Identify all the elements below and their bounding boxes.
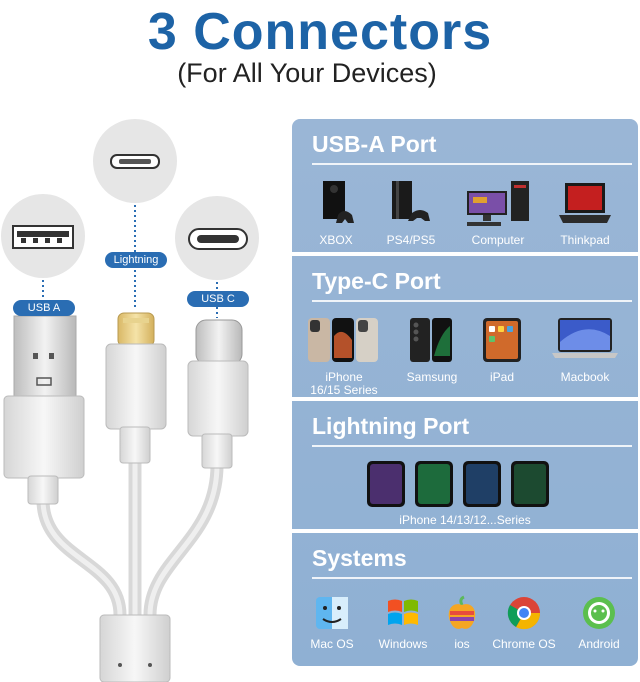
- usb-a-label: USB A: [27, 302, 61, 314]
- macbook-icon: [552, 318, 618, 358]
- system-windows: Windows: [372, 595, 434, 651]
- lightning-label-pill: Lightning: [105, 252, 167, 268]
- device-samsung-label: Samsung: [406, 370, 458, 384]
- laptop-icon: [559, 183, 611, 223]
- page-subtitle: (For All Your Devices): [177, 58, 437, 88]
- desktop-computer-icon: [467, 181, 529, 226]
- usb-a-section: USB-A Port XBOX PS4/PS5: [292, 119, 638, 251]
- lightning-caption: iPhone 14/13/12...Series: [399, 513, 531, 527]
- device-ipad-label: iPad: [489, 370, 515, 384]
- usb-a-rule: [312, 163, 632, 165]
- system-chromeos-label: Chrome OS: [492, 637, 556, 651]
- systems-rule: [312, 577, 632, 579]
- system-ios-label: ios: [454, 637, 470, 651]
- chrome-logo-icon: [507, 597, 541, 630]
- device-iphone-16-15: iPhone 16/15 Series: [304, 316, 384, 397]
- usb-c-label-pill: USB C: [187, 291, 249, 307]
- system-macos-label: Mac OS: [310, 637, 354, 651]
- device-computer-label: Computer: [471, 233, 525, 247]
- device-ps-label: PS4/PS5: [386, 233, 436, 247]
- device-samsung: Samsung: [400, 316, 464, 384]
- system-android: Android: [570, 595, 628, 651]
- system-chromeos: Chrome OS: [488, 595, 560, 651]
- system-ios: ios: [440, 595, 484, 651]
- device-macbook-label: Macbook: [560, 370, 610, 384]
- system-windows-label: Windows: [378, 637, 428, 651]
- device-xbox-label: XBOX: [319, 233, 353, 247]
- apple-logo-icon: [448, 595, 476, 629]
- type-c-heading: Type-C Port: [312, 268, 441, 294]
- playstation-icon: [392, 181, 430, 221]
- android-logo-icon: [583, 597, 615, 629]
- system-android-label: Android: [578, 637, 620, 651]
- lightning-heading: Lightning Port: [312, 413, 470, 439]
- cable-illustration: [1, 119, 259, 682]
- samsung-phone-icon: [410, 318, 452, 362]
- section-divider: [292, 529, 638, 533]
- page-title: 3 Connectors: [147, 3, 493, 61]
- type-c-rule: [312, 300, 632, 302]
- section-divider: [292, 252, 638, 256]
- type-c-section: Type-C Port iPhone 16/15 Series Samsung: [292, 256, 638, 397]
- device-compatibility-panel: USB-A Port XBOX PS4/PS5: [292, 119, 638, 666]
- device-thinkpad-label: Thinkpad: [560, 233, 610, 247]
- macos-finder-icon: [316, 597, 348, 629]
- systems-section: Systems Mac OS Windows: [292, 533, 638, 666]
- xbox-icon: [323, 181, 354, 223]
- lightning-section: Lightning Port iPhone 14/13/12...Series: [292, 401, 638, 529]
- usb-a-label-pill: USB A: [13, 300, 75, 316]
- device-macbook: Macbook: [546, 316, 624, 384]
- windows-logo-icon: [388, 599, 418, 625]
- device-ipad: iPad: [474, 316, 530, 384]
- iphone-icon: [308, 318, 378, 362]
- lightning-label: Lightning: [113, 254, 159, 266]
- usb-c-label: USB C: [201, 293, 235, 305]
- system-macos: Mac OS: [304, 595, 360, 651]
- device-iphone-16-15-label: iPhone 16/15 Series: [310, 370, 378, 397]
- device-ps: PS4/PS5: [378, 179, 444, 247]
- usb-a-heading: USB-A Port: [312, 131, 437, 157]
- section-divider: [292, 397, 638, 401]
- device-thinkpad: Thinkpad: [550, 179, 620, 247]
- lightning-iphones-icon: [367, 461, 549, 507]
- lightning-rule: [312, 445, 632, 447]
- device-computer: Computer: [462, 179, 534, 247]
- systems-heading: Systems: [312, 545, 407, 571]
- device-xbox: XBOX: [306, 179, 366, 247]
- ipad-icon: [483, 318, 521, 362]
